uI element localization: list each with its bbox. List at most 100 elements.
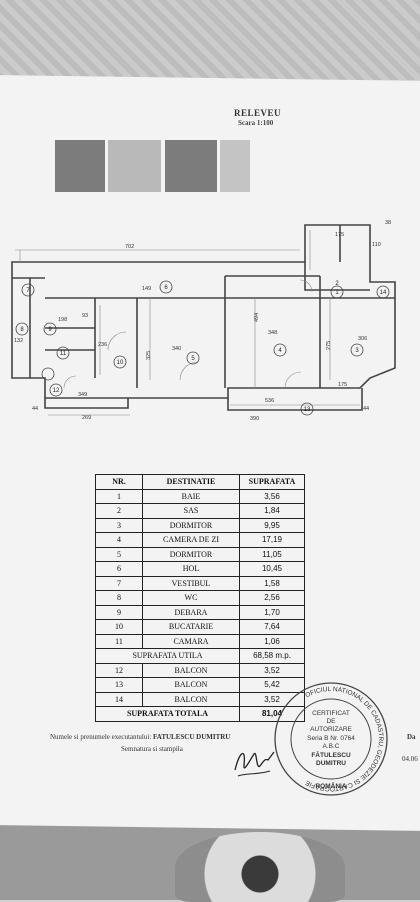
- row-dest: SAS: [142, 503, 240, 519]
- flower-pattern-decoration: [175, 832, 345, 902]
- row-dest: CAMARA: [142, 633, 240, 649]
- row-nr: 8: [95, 590, 143, 606]
- executant-label: Numele si prenumele executantului:: [50, 733, 152, 741]
- row-area: 1,58: [239, 575, 305, 591]
- table-header: DESTINATIE: [142, 474, 240, 490]
- handwritten-signature: [234, 751, 275, 777]
- dimension-label: 269: [82, 415, 91, 421]
- row-nr: 1: [95, 488, 143, 504]
- row-area: 10,45: [239, 561, 305, 577]
- floor-plan: 1 14 3 4 5 6 7 8 9 10 11 12 13 2 702 149…: [11, 220, 396, 422]
- redaction-block: [55, 140, 105, 192]
- stamp-line: A.B.C: [323, 743, 340, 750]
- row-dest: BALCON: [142, 691, 240, 707]
- dimension-label: 110: [372, 242, 381, 248]
- row-area: 1,84: [239, 503, 305, 519]
- row-dest: BAIE: [142, 488, 240, 504]
- row-dest: DORMITOR: [142, 517, 240, 533]
- edge-date: 04.06: [402, 755, 418, 763]
- room-number: 7: [26, 288, 30, 294]
- util-value: 68,58 m.p.: [239, 648, 305, 664]
- room-number: 3: [355, 348, 359, 354]
- dimension-label: 44: [32, 406, 38, 412]
- room-number: 10: [117, 360, 124, 366]
- dimension-label: 536: [265, 398, 274, 404]
- redaction-block: [220, 140, 250, 192]
- executant-name: FATULESCU DUMITRU: [153, 733, 231, 741]
- room-number: 4: [278, 348, 282, 354]
- stamp-line: CERTIFICAT: [312, 710, 350, 717]
- row-dest: BALCON: [142, 677, 240, 693]
- row-area: 3,56: [239, 488, 305, 504]
- dimension-label: 702: [125, 244, 134, 250]
- dimension-label: 306: [358, 336, 367, 342]
- row-nr: 4: [95, 532, 143, 548]
- util-label: SUPRAFATA UTILA: [95, 648, 240, 664]
- row-nr: 3: [95, 517, 143, 533]
- stamp-line: AUTORIZARE: [310, 726, 352, 733]
- edge-text: Da: [407, 733, 416, 741]
- stamp-line: FĂTULESCU: [311, 750, 351, 759]
- dimension-label: 349: [78, 392, 87, 398]
- room-number: 2: [335, 281, 339, 287]
- dimension-label: 44: [363, 406, 369, 412]
- row-area: 1,70: [239, 604, 305, 620]
- row-nr: 14: [95, 691, 143, 707]
- dimension-label: 38: [385, 220, 391, 226]
- row-nr: 12: [95, 662, 143, 678]
- row-nr: 2: [95, 503, 143, 519]
- row-dest: VESTIBUL: [142, 575, 240, 591]
- row-area: 9,95: [239, 517, 305, 533]
- table-header: SUPRAFATA: [239, 474, 305, 490]
- row-nr: 10: [95, 619, 143, 635]
- dimension-label: 93: [82, 313, 88, 319]
- dimension-label: 494: [254, 313, 260, 322]
- room-number: 13: [304, 407, 311, 413]
- room-number: 8: [20, 327, 24, 333]
- stamp-line: Seria B Nr. 0764: [307, 735, 355, 742]
- dimension-label: 198: [58, 317, 67, 323]
- dimension-label: 236: [98, 342, 107, 348]
- stamp-line: DUMITRU: [316, 760, 346, 767]
- document-title: RELEVEU: [234, 108, 282, 118]
- row-area: 7,64: [239, 619, 305, 635]
- dimension-label: 390: [250, 416, 259, 422]
- stamp-line: DE: [326, 718, 336, 725]
- redaction-block: [165, 140, 217, 192]
- row-dest: BALCON: [142, 662, 240, 678]
- signature-label: Semnatura si stampila: [121, 745, 183, 753]
- row-dest: DORMITOR: [142, 546, 240, 562]
- row-nr: 6: [95, 561, 143, 577]
- dimension-label: 340: [172, 346, 181, 352]
- dimension-label: 149: [142, 286, 151, 292]
- dimension-label: 348: [268, 330, 277, 336]
- row-dest: CAMERA DE ZI: [142, 532, 240, 548]
- row-nr: 5: [95, 546, 143, 562]
- row-dest: DEBARA: [142, 604, 240, 620]
- room-number: 6: [164, 285, 168, 291]
- row-area: 11,05: [239, 546, 305, 562]
- row-area: 2,56: [239, 590, 305, 606]
- room-number: 11: [60, 351, 67, 357]
- total-value: 81,04: [239, 706, 305, 722]
- dimension-label: 275: [326, 341, 332, 350]
- dimension-label: 175: [338, 382, 347, 388]
- row-area: 1,06: [239, 633, 305, 649]
- total-label: SUPRAFATA TOTALA: [95, 706, 240, 722]
- redaction-block: [108, 140, 161, 192]
- document-scale: Scara 1:100: [238, 119, 274, 127]
- row-dest: WC: [142, 590, 240, 606]
- row-nr: 11: [95, 633, 143, 649]
- room-number: 5: [191, 356, 195, 362]
- dimension-label: 325: [146, 351, 152, 360]
